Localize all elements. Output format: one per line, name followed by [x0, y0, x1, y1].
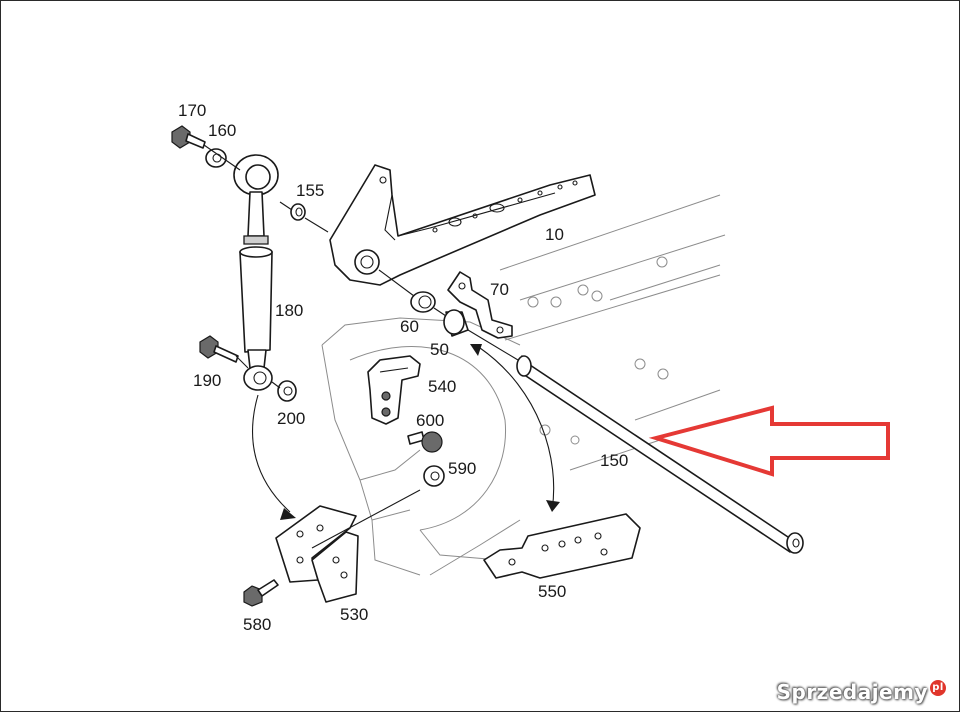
- red-pointer-arrow: [648, 405, 890, 477]
- part-170-bolt: [171, 125, 206, 149]
- part-190-bolt: [199, 335, 239, 363]
- part-50-bushing: [443, 309, 469, 337]
- label-190: 190: [193, 371, 221, 390]
- assembly-lines: [203, 144, 555, 549]
- label-540: 540: [428, 377, 456, 396]
- part-155-ring: [290, 203, 306, 221]
- part-540-bracket: [367, 355, 421, 425]
- label-150: 150: [600, 451, 628, 470]
- label-70: 70: [490, 280, 509, 299]
- part-580-bolt: [243, 579, 279, 607]
- label-170: 170: [178, 101, 206, 120]
- part-60-bushing: [410, 291, 436, 313]
- part-10-bracket: [329, 164, 596, 286]
- label-530: 530: [340, 605, 368, 624]
- label-550: 550: [538, 582, 566, 601]
- watermark-text: Sprzedajemy: [776, 680, 928, 704]
- part-600-bolt: [407, 431, 443, 453]
- label-200: 200: [277, 409, 305, 428]
- part-70-clip-bracket: [447, 271, 513, 339]
- part-530-bracket: [275, 505, 359, 603]
- label-50: 50: [430, 340, 449, 359]
- label-600: 600: [416, 411, 444, 430]
- part-590-washer: [423, 465, 445, 487]
- part-550-plate: [483, 513, 641, 579]
- watermark-badge: pl: [930, 680, 946, 696]
- part-200-nut: [277, 380, 297, 402]
- label-155: 155: [296, 181, 324, 200]
- label-160: 160: [208, 121, 236, 140]
- label-180: 180: [275, 301, 303, 320]
- label-580: 580: [243, 615, 271, 634]
- label-60: 60: [400, 317, 419, 336]
- label-590: 590: [448, 459, 476, 478]
- label-10: 10: [545, 225, 564, 244]
- arrowheads: [280, 344, 560, 520]
- part-180-shock-absorber: [233, 154, 279, 391]
- part-150-rod: [516, 355, 804, 554]
